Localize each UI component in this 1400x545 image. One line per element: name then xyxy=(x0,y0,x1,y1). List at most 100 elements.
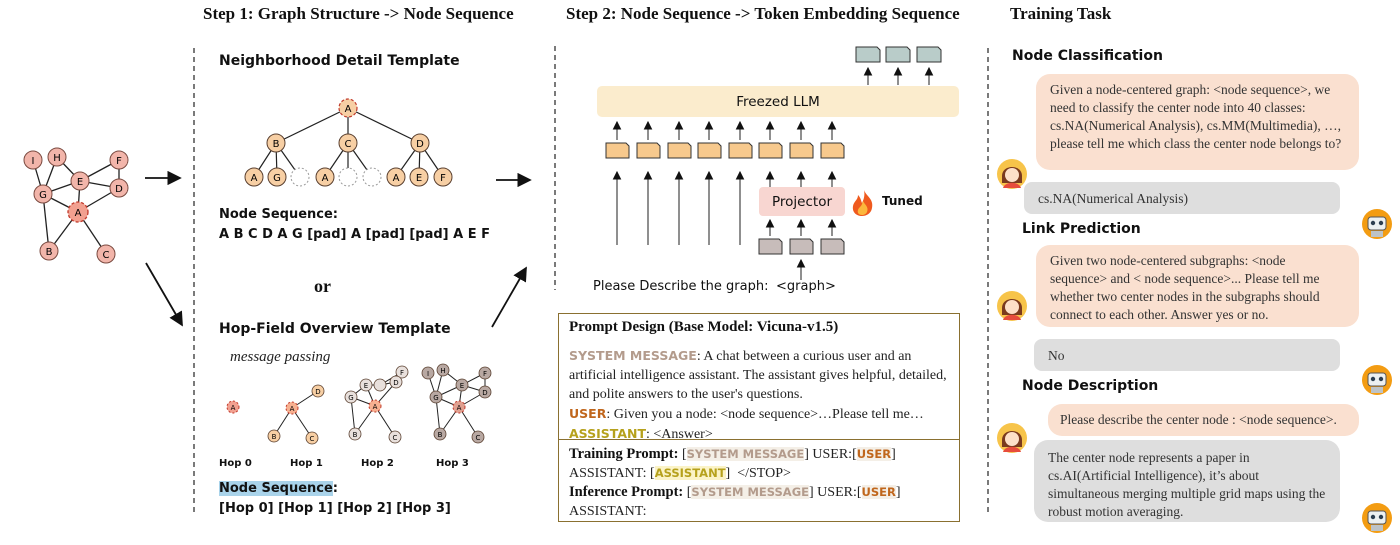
arrow-step1-to-step2-bottom xyxy=(491,266,527,328)
system-text-3: and polite answers to the user's questio… xyxy=(569,387,803,402)
svg-text:C: C xyxy=(345,139,352,150)
system-text-2: artificial intelligence assistant. The a… xyxy=(569,368,947,383)
hop0-graph: A xyxy=(226,400,240,414)
graph-node-center: A xyxy=(67,201,89,223)
svg-text:F: F xyxy=(116,156,122,167)
prompt-divider xyxy=(559,439,959,440)
svg-text:E: E xyxy=(77,177,83,188)
nc-question-text: Given a node-centered graph: <node seque… xyxy=(1050,82,1342,151)
tuned-label: Tuned xyxy=(882,194,923,208)
svg-text:A: A xyxy=(290,405,295,413)
neighborhood-seq-label: Node Sequence: xyxy=(219,207,338,222)
svg-text:A: A xyxy=(75,208,82,219)
svg-text:D: D xyxy=(115,184,123,195)
svg-text:D: D xyxy=(416,139,424,150)
training-assistant-tag: ASSISTANT xyxy=(654,466,726,480)
tree-leaf: A xyxy=(386,167,406,187)
hop1-nodes: D A B C xyxy=(267,384,325,445)
svg-text:B: B xyxy=(353,431,358,439)
graph-tokens xyxy=(758,238,845,255)
svg-text:C: C xyxy=(103,250,110,261)
system-text-1: : A chat between a curious user and an xyxy=(696,349,912,364)
user-tag: USER xyxy=(569,406,607,421)
assistant-text: : <Answer> xyxy=(646,427,713,442)
svg-text:D: D xyxy=(315,388,320,396)
frozen-llm-label: Freezed LLM xyxy=(736,93,820,110)
robot-avatar-icon xyxy=(1362,365,1392,395)
text-tokens xyxy=(605,142,845,159)
svg-text:E: E xyxy=(364,382,368,390)
training-prompt-label: Training Prompt: xyxy=(569,446,679,462)
graph-node: E xyxy=(70,171,90,191)
svg-text:B: B xyxy=(272,433,277,441)
hop-label: Hop 2 xyxy=(361,458,394,469)
svg-text:A: A xyxy=(393,173,400,184)
svg-text:B: B xyxy=(273,139,280,150)
svg-text:E: E xyxy=(460,382,464,390)
graph-node: G xyxy=(33,184,53,204)
node-description-title: Node Description xyxy=(1022,378,1159,394)
svg-text:A: A xyxy=(373,403,378,411)
nd-answer-bubble: The center node represents a paper in cs… xyxy=(1034,440,1340,522)
robot-avatar-icon xyxy=(1362,209,1392,239)
stop-token: </STOP> xyxy=(737,466,791,481)
step3-title: Training Task xyxy=(1010,4,1112,23)
flame-icon xyxy=(852,190,873,216)
hopfield-seq-value: [Hop 0] [Hop 1] [Hop 2] [Hop 3] xyxy=(219,501,451,516)
hop-label: Hop 0 xyxy=(219,458,252,469)
svg-text:F: F xyxy=(440,173,446,184)
user-text: : Given you a node: <node sequence>…Plea… xyxy=(606,407,924,422)
svg-text:F: F xyxy=(483,370,487,378)
inference-user-tag: USER xyxy=(861,485,896,499)
svg-text:G: G xyxy=(348,394,353,402)
hopfield-seq-colon: : xyxy=(332,481,338,496)
graph-node: B xyxy=(39,241,59,261)
lp-answer-text: No xyxy=(1048,348,1065,363)
tree-leaf: G xyxy=(267,167,287,187)
svg-text:G: G xyxy=(433,394,438,402)
svg-text:I: I xyxy=(427,370,429,378)
hopfield-template-title: Hop-Field Overview Template xyxy=(219,321,451,337)
prompt-title: Prompt Design (Base Model: Vicuna-v1.5) xyxy=(569,319,839,335)
lp-answer-bubble: No xyxy=(1034,339,1340,371)
tree-pad-node xyxy=(362,167,382,187)
svg-text:D: D xyxy=(482,389,487,397)
lp-question-text: Given two node-centered subgraphs: <node… xyxy=(1050,253,1320,322)
svg-text:A: A xyxy=(345,104,352,115)
message-passing-label: message passing xyxy=(230,349,331,365)
tree-leaf: E xyxy=(409,167,429,187)
nc-answer-text: cs.NA(Numerical Analysis) xyxy=(1038,191,1188,206)
output-tokens xyxy=(855,46,942,63)
human-avatar-icon xyxy=(997,291,1027,321)
tree-pad-node xyxy=(290,167,310,187)
human-avatar-icon xyxy=(997,423,1027,453)
prompt-format-block: Training Prompt: [SYSTEM MESSAGE] USER:[… xyxy=(569,445,954,521)
svg-text:F: F xyxy=(400,369,404,377)
hop-label: Hop 1 xyxy=(290,458,323,469)
neighborhood-seq-value: A B C D A G [pad] A [pad] [pad] A E F xyxy=(219,227,491,242)
graph-token-text: <graph> xyxy=(776,279,836,294)
projector-block: Projector xyxy=(759,187,845,216)
svg-text:C: C xyxy=(476,434,481,442)
svg-text:A: A xyxy=(322,173,329,184)
svg-text:B: B xyxy=(438,431,443,439)
nd-answer-text: The center node represents a paper in cs… xyxy=(1048,450,1326,519)
tree-node: D xyxy=(410,133,430,153)
input-arrows xyxy=(612,66,934,280)
nc-question-bubble: Given a node-centered graph: <node seque… xyxy=(1036,74,1359,170)
graph-node: H xyxy=(47,147,67,167)
nc-answer-bubble: cs.NA(Numerical Analysis) xyxy=(1024,182,1340,214)
assistant-tag: ASSISTANT xyxy=(569,426,646,441)
svg-text:I: I xyxy=(32,156,35,167)
system-message-block: SYSTEM MESSAGE: A chat between a curious… xyxy=(569,346,954,444)
graph-node: I xyxy=(23,150,43,170)
projector-label: Projector xyxy=(772,193,832,210)
prompt-design-box: Prompt Design (Base Model: Vicuna-v1.5) … xyxy=(558,313,960,522)
node-classification-title: Node Classification xyxy=(1012,48,1163,64)
tree-root: A xyxy=(338,98,358,118)
hop1-graph xyxy=(273,390,319,439)
tree-nodes: A B C D A G A A E F xyxy=(244,98,453,187)
tree-node: C xyxy=(338,133,358,153)
hopfield-seq-label: Node Sequence xyxy=(219,481,333,496)
hop-label: Hop 3 xyxy=(436,458,469,469)
